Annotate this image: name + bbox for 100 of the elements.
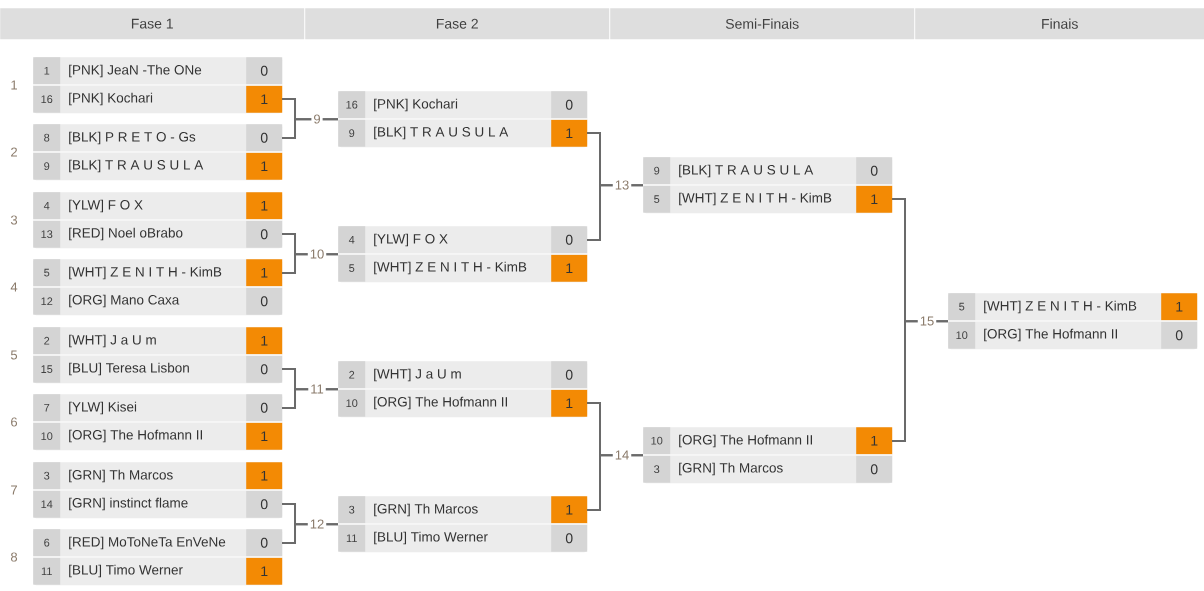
bracket-line: [586, 454, 644, 511]
player-name: [WHT] J a U m: [374, 368, 461, 382]
seed-number: 3: [338, 496, 366, 524]
match-box: [32, 57, 283, 114]
score-cell: 1: [551, 389, 588, 417]
seed-number: 15: [33, 355, 61, 383]
score-cell: 1: [246, 259, 283, 287]
player-name: [GRN] instinct flame: [69, 497, 188, 511]
player-name: [ORG] The Hofmann II: [69, 429, 202, 443]
player-name: [YLW] F O X: [69, 199, 143, 213]
player-name: [WHT] Z E N I T H - KimB: [679, 192, 832, 206]
player-name: [ORG] The Hofmann II: [984, 328, 1117, 342]
match-box: [337, 226, 588, 283]
player-name: [RED] MoToNeTa EnVeNe: [69, 536, 226, 550]
player-name: [BLU] Timo Werner: [69, 564, 183, 578]
seed-number: 12: [33, 287, 61, 315]
edge-label: 12: [307, 517, 327, 531]
seed-number: 9: [643, 157, 671, 185]
seed-number: 16: [338, 91, 366, 119]
match-box: [32, 259, 283, 316]
edge-label: 15: [917, 314, 937, 328]
match-box: [947, 293, 1198, 350]
player-name: [BLU] Teresa Lisbon: [69, 362, 189, 376]
seed-number: 11: [338, 524, 366, 552]
seed-number: 2: [338, 361, 366, 389]
score-cell: 1: [246, 152, 283, 180]
score-cell: 0: [246, 355, 283, 383]
score-cell: 0: [246, 124, 283, 152]
score-cell: 0: [856, 455, 893, 483]
match-box: [337, 91, 588, 148]
score-cell: 0: [246, 394, 283, 422]
seed-number: 5: [338, 254, 366, 282]
match-box: [32, 327, 283, 384]
bracket-line: [281, 388, 339, 409]
match-box: [32, 192, 283, 249]
seed-number: 7: [33, 394, 61, 422]
seed-number: 9: [338, 119, 366, 147]
seed-number: 10: [33, 422, 61, 450]
score-cell: 0: [246, 220, 283, 248]
column-header: Semi-Finais: [610, 8, 915, 40]
bracket-line: [281, 118, 339, 139]
edge-label: 13: [612, 178, 632, 192]
player-name: [PNK] Kochari: [69, 92, 153, 106]
bracket-line: [281, 253, 339, 274]
player-name: [RED] Noel oBrabo: [69, 227, 183, 241]
player-name: [WHT] Z E N I T H - KimB: [69, 266, 222, 280]
bracket-line: [586, 184, 644, 241]
match-number: 5: [10, 350, 18, 360]
seed-number: 5: [948, 293, 976, 321]
match-box: [642, 427, 893, 484]
player-name: [BLK] T R A U S U L A: [374, 126, 509, 140]
match-box: [642, 157, 893, 214]
score-cell: 1: [551, 254, 588, 282]
match-number: 2: [11, 147, 17, 157]
player-name: [GRN] Th Marcos: [69, 469, 173, 483]
seed-number: 6: [33, 529, 61, 557]
edge-label: 10: [307, 247, 327, 261]
player-name: [GRN] Th Marcos: [679, 462, 783, 476]
score-cell: 0: [551, 361, 588, 389]
seed-number: 1: [33, 57, 61, 85]
column-header: Finais: [915, 8, 1204, 40]
player-name: [GRN] Th Marcos: [374, 503, 478, 517]
score-cell: 1: [856, 185, 893, 213]
player-name: [PNK] JeaN -The ONe: [69, 64, 202, 78]
seed-number: 10: [338, 389, 366, 417]
score-cell: 0: [246, 57, 283, 85]
score-cell: 1: [856, 427, 893, 455]
score-cell: 1: [551, 119, 588, 147]
player-name: [WHT] Z E N I T H - KimB: [984, 300, 1137, 314]
match-box: [337, 361, 588, 418]
match-number: 3: [10, 215, 18, 225]
seed-number: 8: [33, 124, 61, 152]
score-cell: 0: [246, 287, 283, 315]
edge-label: 14: [612, 448, 632, 462]
player-name: [WHT] Z E N I T H - KimB: [374, 261, 527, 275]
player-name: [BLK] P R E T O - Gs: [69, 131, 196, 145]
match-box: [32, 529, 283, 586]
match-number: 8: [10, 552, 18, 562]
score-cell: 0: [246, 529, 283, 557]
match-box: [32, 124, 283, 181]
player-name: [WHT] J a U m: [69, 334, 156, 348]
seed-number: 4: [33, 192, 61, 220]
score-cell: 1: [246, 462, 283, 490]
match-number: 1: [11, 80, 17, 90]
player-name: [ORG] The Hofmann II: [679, 434, 812, 448]
seed-number: 10: [948, 321, 976, 349]
seed-number: 5: [643, 185, 671, 213]
player-name: [BLU] Timo Werner: [374, 531, 488, 545]
seed-number: 10: [643, 427, 671, 455]
seed-number: 2: [33, 327, 61, 355]
match-box: [337, 496, 588, 553]
score-cell: 1: [246, 327, 283, 355]
edge-label: 11: [308, 382, 326, 396]
player-name: [BLK] T R A U S U L A: [679, 164, 814, 178]
bracket-line: [891, 320, 949, 442]
score-cell: 1: [1161, 293, 1198, 321]
seed-number: 14: [33, 490, 61, 518]
column-header: Fase 1: [0, 8, 305, 40]
player-name: [ORG] Mano Caxa: [69, 294, 180, 308]
score-cell: 1: [551, 496, 588, 524]
